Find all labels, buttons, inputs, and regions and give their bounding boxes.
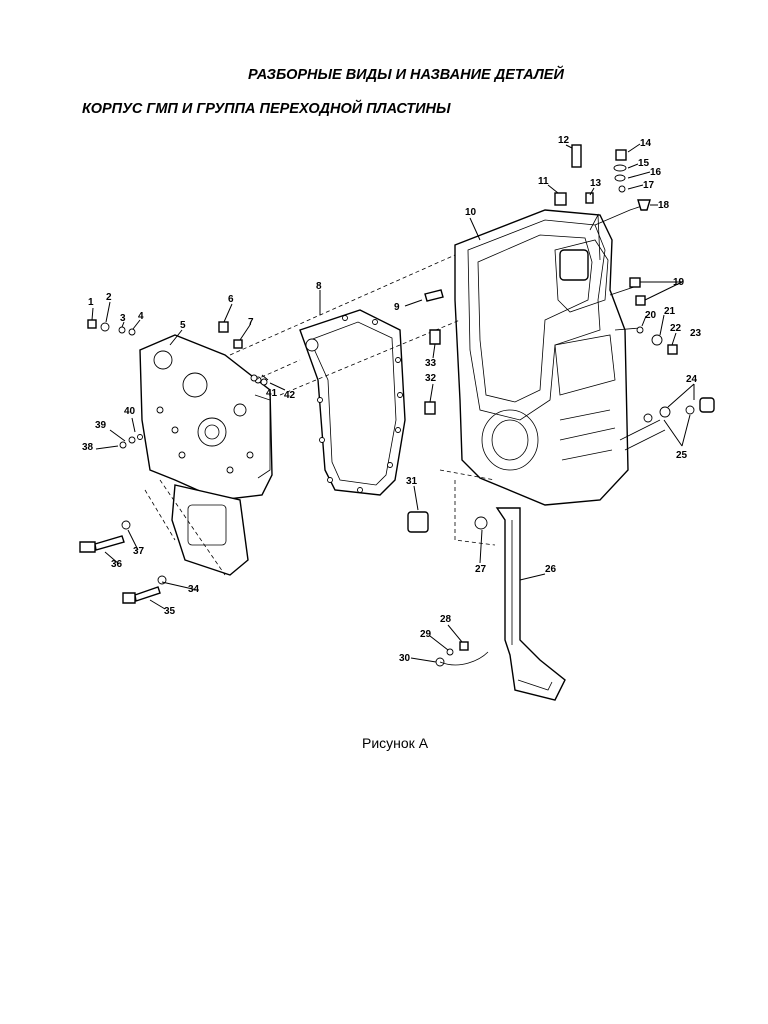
part-label-4: 4 [138,311,144,322]
part-label-32: 32 [425,373,437,384]
part-label-25: 25 [676,450,688,461]
part-label-34: 34 [188,584,200,595]
part-label-8: 8 [316,281,322,292]
part-label-16: 16 [650,167,662,178]
part-label-29: 29 [420,629,432,640]
part-label-31: 31 [406,476,418,487]
part-label-42: 42 [284,390,296,401]
part-label-30: 30 [399,653,411,664]
part-label-39: 39 [95,420,107,431]
part-label-9: 9 [394,302,400,313]
part-label-19: 19 [673,277,685,288]
part-label-23: 23 [690,328,702,339]
part-label-20: 20 [645,310,657,321]
part-label-33: 33 [425,358,437,369]
figure-caption: Рисунок А [362,735,429,751]
fill-tube [495,507,566,701]
part-label-40: 40 [124,406,136,417]
part-label-14: 14 [640,138,652,149]
part-label-13: 13 [590,178,602,189]
part-label-27: 27 [475,564,487,575]
part-number-labels: 1 2 3 4 5 6 7 8 9 10 11 12 13 14 15 16 1… [82,135,702,664]
part-label-28: 28 [440,614,452,625]
leader-lines [91,143,695,663]
gasket [299,309,406,496]
part-label-41: 41 [266,388,278,399]
part-label-37: 37 [133,546,145,557]
part-label-6: 6 [228,294,234,305]
part-label-15: 15 [638,158,650,169]
part-label-3: 3 [120,313,126,324]
part-label-24: 24 [686,374,698,385]
part-label-10: 10 [465,207,477,218]
part-label-17: 17 [643,180,655,191]
page-title: РАЗБОРНЫЕ ВИДЫ И НАЗВАНИЕ ДЕТАЛЕЙ [248,67,564,83]
transfer-plate [139,334,273,576]
part-label-5: 5 [180,320,186,331]
part-label-18: 18 [658,200,670,211]
part-label-11: 11 [538,176,549,187]
part-label-12: 12 [558,135,570,146]
hardware [79,144,715,667]
part-label-1: 1 [88,297,94,308]
part-label-35: 35 [164,606,176,617]
section-subtitle: КОРПУС ГМП И ГРУППА ПЕРЕХОДНОЙ ПЛАСТИНЫ [82,101,451,117]
part-label-2: 2 [106,292,112,303]
part-label-7: 7 [248,317,254,328]
part-label-36: 36 [111,559,123,570]
part-label-21: 21 [664,306,676,317]
transmission-housing [454,209,629,506]
part-label-26: 26 [545,564,557,575]
part-label-22: 22 [670,323,682,334]
part-label-38: 38 [82,442,94,453]
